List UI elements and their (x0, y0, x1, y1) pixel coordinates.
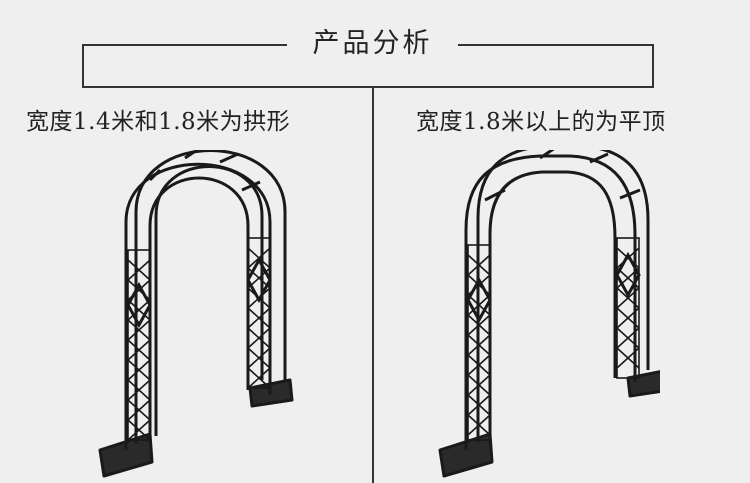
left-caption: 宽度1.4米和1.8米为拱形 (26, 109, 291, 135)
vertical-divider (372, 88, 374, 483)
section-title: 产品分析 (312, 28, 433, 59)
header-frame (82, 44, 654, 88)
flat-top-arch-image (430, 150, 660, 480)
right-caption: 宽度1.8米以上的为平顶 (416, 109, 666, 135)
arched-arch-image (90, 150, 320, 480)
header-rule-right (458, 44, 654, 46)
header-rule-left (82, 44, 287, 46)
